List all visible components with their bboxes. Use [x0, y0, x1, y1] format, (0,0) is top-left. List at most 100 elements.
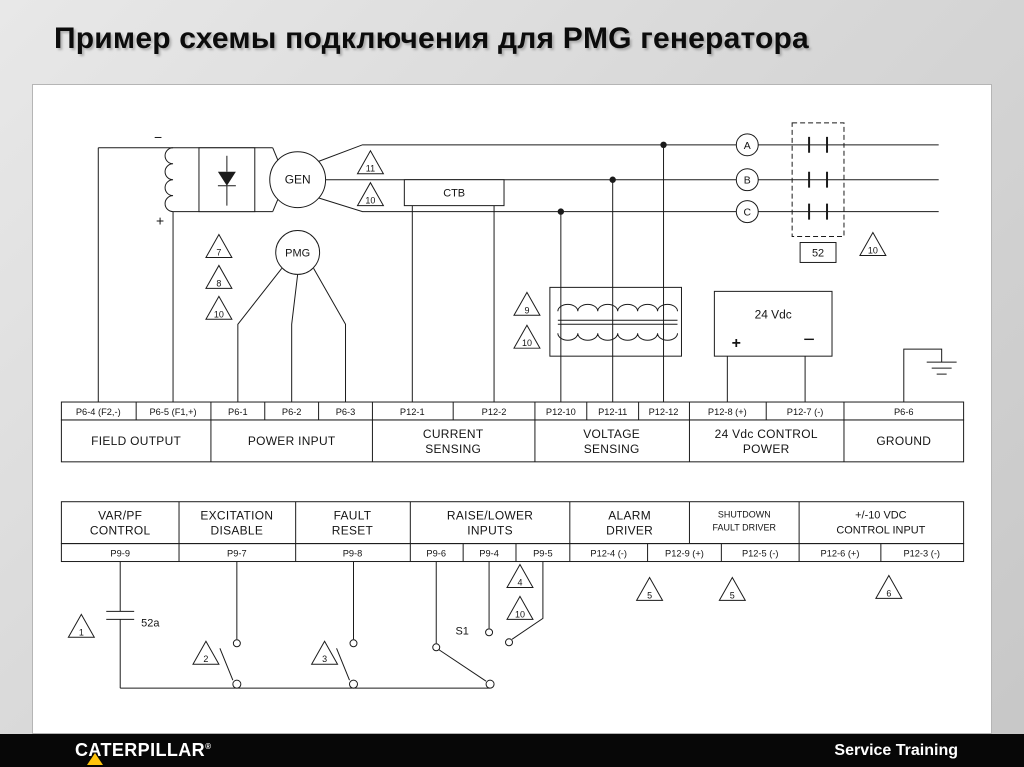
- aux-contact-52a-label: 52a: [141, 617, 160, 629]
- phase-b-node: [735, 168, 759, 192]
- callout-number: 5: [647, 590, 652, 600]
- terminal-strips: [60, 401, 965, 563]
- group-label: RAISE/LOWER: [447, 509, 533, 523]
- group-label: 24 Vdc CONTROL: [715, 427, 818, 441]
- callout-triangle: [513, 324, 541, 349]
- terminal-label: P12-10: [546, 407, 576, 417]
- group-label: SENSING: [425, 442, 481, 456]
- callout-number: 10: [522, 338, 532, 348]
- terminal-label: P12-6 (+): [821, 549, 860, 559]
- s1-switch-blade: [437, 648, 487, 682]
- callout-triangle: [506, 563, 534, 588]
- group-label: FIELD OUTPUT: [91, 434, 181, 448]
- group-label: CURRENT: [423, 427, 484, 441]
- caterpillar-wordmark: CATERPILLAR: [75, 740, 206, 760]
- callout-number: 11: [366, 164, 375, 174]
- slide-title: Пример схемы подключения для PMG генерат…: [54, 22, 809, 55]
- gen-label: GEN: [285, 173, 311, 187]
- transformer-secondary-winding: [557, 333, 678, 341]
- terminal-label: P12-11: [598, 407, 627, 417]
- terminal-label: P6-1: [228, 407, 248, 417]
- upper-group-labels: FIELD OUTPUT POWER INPUT CURRENT SENSING…: [91, 427, 931, 456]
- phase-c-node: [735, 200, 759, 224]
- callout-triangle: [635, 576, 664, 601]
- group-label: ALARM: [608, 509, 651, 523]
- group-label: EXCITATION: [200, 509, 273, 523]
- callout-triangles: 11 10 7 8 10 9 10 10 1 2 3 4 10 5 5 6: [67, 149, 903, 665]
- breaker-52-box: [791, 122, 845, 238]
- phase-a-label: A: [744, 141, 751, 152]
- callout-number: 1: [79, 627, 84, 637]
- terminal-label: P12-12: [649, 407, 679, 417]
- group-label: SENSING: [584, 442, 640, 456]
- breaker-52-label: 52: [812, 247, 824, 259]
- terminal-label: P12-7 (-): [787, 407, 824, 417]
- callout-triangle: [506, 595, 534, 620]
- pmg-label: PMG: [285, 247, 310, 259]
- group-label: POWER INPUT: [248, 434, 336, 448]
- breaker-contacts: [808, 136, 829, 220]
- phase-c-label: C: [743, 208, 751, 219]
- terminal-label: P12-8 (+): [708, 407, 747, 417]
- phase-b-label: B: [744, 176, 751, 187]
- terminal-label: P9-9: [110, 549, 130, 559]
- component-labels: − + GEN PMG CTB A B C 52 24 Vdc + − 52a …: [141, 129, 824, 637]
- group-label: DISABLE: [211, 524, 264, 538]
- pmg-symbol: [275, 230, 321, 275]
- callout-triangle: [356, 149, 385, 175]
- terminal-label: P12-3 (-): [903, 549, 940, 559]
- terminal-label: P9-7: [227, 549, 247, 559]
- transformer-core: [557, 319, 678, 325]
- group-label: CONTROL: [90, 524, 151, 538]
- callout-number: 4: [517, 577, 522, 587]
- diagram-panel: 11 10 7 8 10 9 10 10 1 2 3 4 10 5 5 6 − …: [32, 84, 992, 734]
- field-minus-label: −: [154, 129, 162, 145]
- callout-triangle: [356, 181, 385, 207]
- group-label: FAULT DRIVER: [713, 523, 777, 533]
- footer-bar: CATERPILLAR® Service Training: [0, 734, 1024, 767]
- battery-minus-label: −: [803, 329, 815, 351]
- group-label: +/-10 VDC: [855, 510, 907, 522]
- terminal-label: P6-5 (F1,+): [149, 407, 196, 417]
- callout-number: 10: [365, 196, 375, 206]
- phase-a-node: [735, 133, 759, 157]
- callout-number: 6: [886, 588, 891, 598]
- battery-plus-label: +: [732, 335, 741, 352]
- group-label: VOLTAGE: [583, 427, 640, 441]
- cat-triangle-icon: [87, 753, 103, 765]
- lower-terminal-labels: P9-9 P9-7 P9-8 P9-6 P9-4 P9-5 P12-4 (-) …: [110, 549, 940, 559]
- callout-number: 2: [203, 654, 208, 664]
- callout-number: 9: [524, 305, 529, 315]
- group-label: SHUTDOWN: [718, 510, 771, 520]
- terminal-label: P12-4 (-): [590, 549, 627, 559]
- switch-blade: [219, 648, 234, 681]
- group-label: POWER: [743, 442, 790, 456]
- caterpillar-logo: CATERPILLAR®: [75, 740, 212, 765]
- terminal-label: P12-5 (-): [742, 549, 779, 559]
- ground-wire: [903, 348, 943, 403]
- ctb-box: [403, 179, 505, 207]
- callout-triangle: [859, 231, 887, 256]
- schematic-svg: 11 10 7 8 10 9 10 10 1 2 3 4 10 5 5 6 − …: [60, 122, 965, 689]
- sensing-transformer-box: [549, 286, 682, 357]
- gen-symbol: [269, 151, 327, 209]
- terminal-label: P12-1: [400, 407, 425, 417]
- group-label: RESET: [332, 524, 374, 538]
- breaker-52-label-box: [799, 242, 837, 263]
- terminal-label: P6-4 (F2,-): [76, 407, 121, 417]
- callout-triangle: [513, 291, 541, 316]
- terminal-label: P9-8: [343, 549, 363, 559]
- callout-number: 5: [730, 590, 735, 600]
- field-plus-label: +: [156, 213, 164, 229]
- service-training-label: Service Training: [834, 741, 958, 759]
- battery-24vdc-box: [713, 290, 833, 357]
- battery-label: 24 Vdc: [755, 307, 792, 321]
- group-label: DRIVER: [606, 524, 653, 538]
- terminal-label: P6-6: [894, 407, 914, 417]
- group-label: INPUTS: [467, 524, 513, 538]
- callout-triangle: [205, 233, 233, 258]
- registered-mark: ®: [205, 742, 212, 751]
- s1-label: S1: [455, 625, 468, 637]
- terminal-label: P12-9 (+): [665, 549, 704, 559]
- junctions: [232, 141, 667, 689]
